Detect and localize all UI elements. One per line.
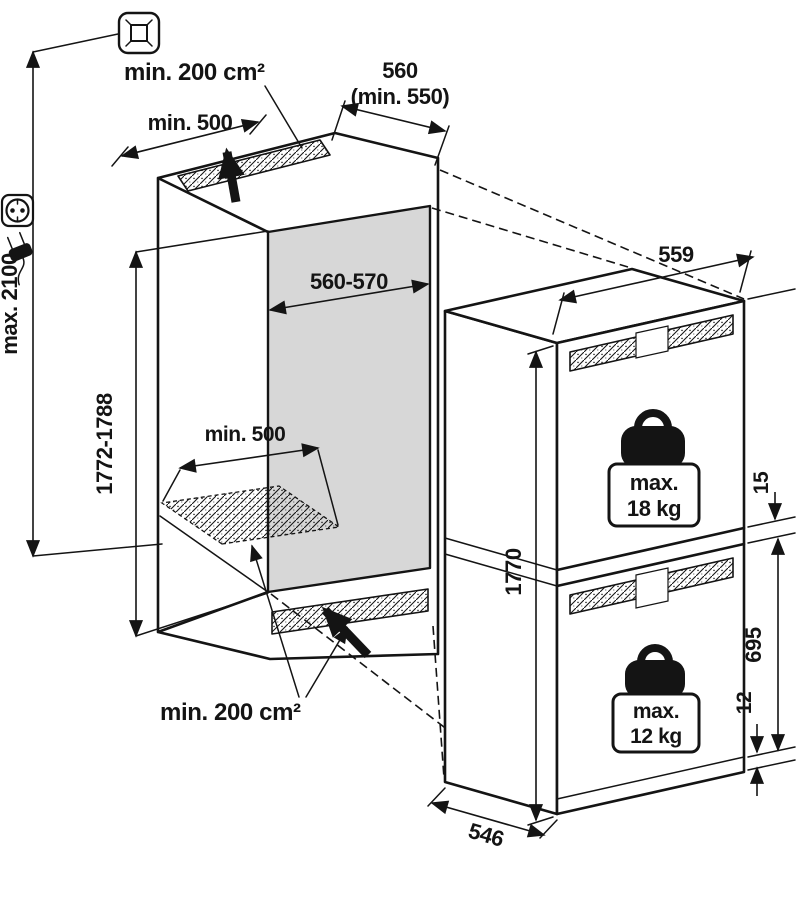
upper-door-max-label: max. (630, 470, 679, 495)
niche-top-vent-strip (177, 139, 331, 192)
appliance-front-face (555, 299, 746, 816)
dim-top-vent-length: min. 500 (111, 110, 267, 167)
appliance-door-gap (555, 526, 746, 588)
ceiling-height-value: max. 2100 (0, 253, 22, 355)
niche-floor-edge (159, 515, 269, 593)
niche-height-value: 1772-1788 (92, 393, 117, 495)
bottom-vent-area-value: min. 200 cm² (160, 699, 301, 726)
bottom-clearance-value: 12 (733, 692, 756, 715)
top-clearance-value: 15 (750, 471, 773, 494)
dim-lower-door-height: 695 (741, 537, 786, 752)
top-vent-area-value: min. 200 cm² (124, 59, 265, 86)
upper-door-max-weight: 18 kg (627, 496, 681, 521)
dim-floor-vent-length: min. 500 (162, 423, 339, 526)
lower-door-height-value: 695 (741, 627, 766, 663)
niche-depth-value: 560 (382, 58, 418, 83)
dim-niche-depth: 560 (min. 550) (331, 58, 450, 166)
lower-door-max-label: max. (633, 700, 679, 723)
airflow-arrow-top-icon (218, 147, 245, 203)
lower-vent-notch (635, 567, 669, 609)
floor-vent-length-value: min. 500 (205, 423, 286, 446)
niche-bottom-vent-strip (271, 588, 429, 635)
dim-niche-width: 560-570 (268, 269, 430, 315)
dim-appliance-width: 559 (552, 242, 755, 335)
ceiling-fixing-icon (117, 11, 161, 55)
niche-floor-vent-area (160, 485, 341, 545)
power-socket-icon (0, 193, 35, 228)
lower-door-max-weight: 12 kg (630, 725, 682, 748)
label-bottom-vent-area: min. 200 cm² (160, 544, 348, 726)
projection-dashed-lines (270, 169, 745, 811)
appliance-height-value: 1770 (501, 548, 526, 596)
label-top-vent-area: min. 200 cm² (124, 59, 303, 149)
weight-kettlebell-upper-icon: max. 18 kg (607, 409, 701, 528)
dim-ceiling-height: max. 2100 (0, 33, 163, 558)
weight-kettlebell-lower-icon: max. 12 kg (611, 644, 701, 754)
appliance-width-value: 559 (658, 242, 694, 267)
upper-vent-notch (635, 325, 669, 359)
niche-depth-min-value: (min. 550) (351, 84, 450, 109)
top-vent-length-value: min. 500 (148, 110, 233, 135)
niche-width-value: 560-570 (310, 269, 388, 294)
dim-top-clearance: 15 (750, 471, 783, 521)
dim-bottom-clearance: 12 (733, 692, 765, 796)
dim-niche-height: 1772-1788 (92, 230, 269, 638)
